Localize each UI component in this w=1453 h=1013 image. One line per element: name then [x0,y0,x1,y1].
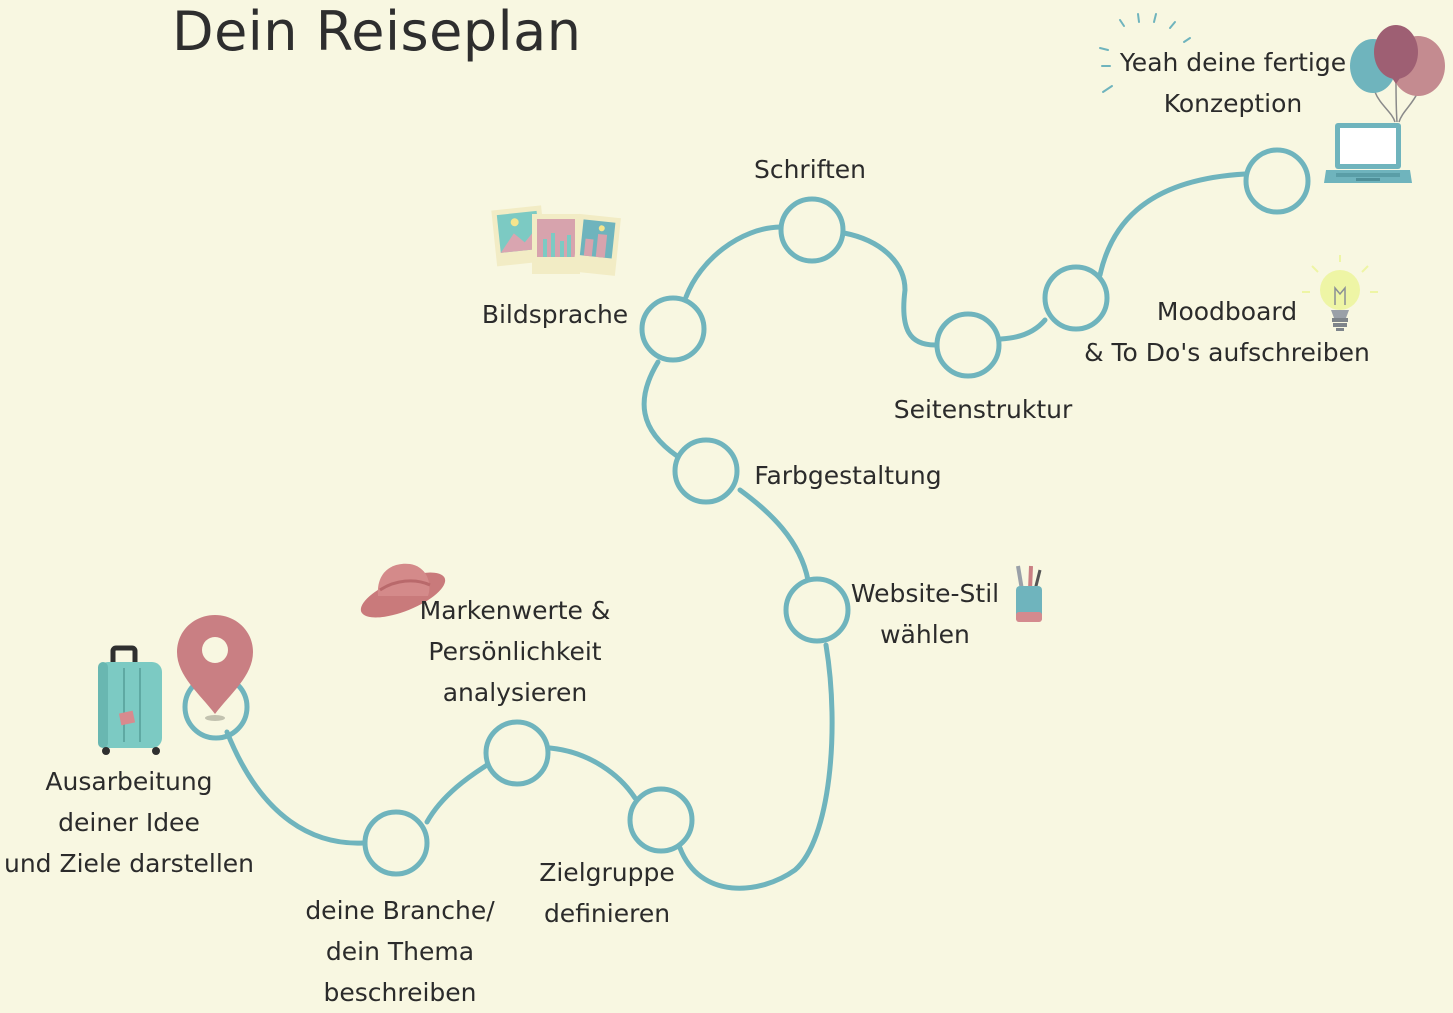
step-label-line: analysieren [442,678,588,707]
route-node [1243,147,1311,215]
pencil-cup-icon [1016,565,1042,622]
route-node [672,437,740,505]
step-label-line: deine Branche/ [305,896,495,925]
step-label-line: Bildsprache [481,300,629,329]
step-label-line: Moodboard [1156,297,1298,326]
light-bulb-icon [1302,255,1378,331]
step-label-branche: deine Branche/ dein Thema beschreiben [290,890,510,1013]
sparkle-lines [1099,13,1191,93]
sun-hat-icon [360,563,446,618]
photo-cards-icon [491,205,621,276]
step-label-line: Persönlichkeit [428,637,602,666]
route-node [483,719,551,787]
route-node [362,809,430,877]
step-label-line: beschreiben [323,978,477,1007]
step-label-seitenstruktur: Seitenstruktur [883,389,1083,430]
step-label-schriften: Schriften [735,149,885,190]
step-label-line: wählen [880,620,970,649]
route-path [224,171,1248,891]
route-node [783,576,851,644]
step-label-line: Farbgestaltung [754,461,942,490]
route-node [778,196,846,264]
route-node [627,786,695,854]
step-label-line: Yeah deine fertige [1119,48,1347,77]
step-label-line: Schriften [753,155,867,184]
step-label-farbgestaltung: Farbgestaltung [748,455,948,496]
step-label-line: Zielgruppe [539,858,675,887]
step-label-markenwerte: Markenwerte & Persönlichkeit analysieren [405,590,625,713]
step-label-line: deiner Idee [58,808,200,837]
step-label-moodboard: Moodboard & To Do's aufschreiben [1077,291,1377,373]
balloons-icon [1350,25,1445,123]
route-node [1042,264,1110,332]
suitcase-icon [98,645,162,755]
step-label-line: Seitenstruktur [893,395,1073,424]
route-nodes [182,147,1311,877]
step-label-line: dein Thema [325,937,475,966]
step-label-ausarbeitung: Ausarbeitung deiner Idee und Ziele darst… [0,761,258,884]
map-pin-icon [177,615,253,721]
route-node [639,295,707,363]
step-label-line: definieren [543,899,671,928]
step-label-website-stil: Website-Stil wählen [840,573,1010,655]
step-label-line: & To Do's aufschreiben [1084,338,1370,367]
step-label-line: Konzeption [1163,89,1303,118]
route-node [934,311,1002,379]
step-label-bildsprache: Bildsprache [470,294,640,335]
step-label-line: Markenwerte & [419,596,611,625]
laptop-icon [1324,123,1412,183]
step-label-line: Ausarbeitung [45,767,213,796]
page-title: Dein Reiseplan [172,0,582,63]
step-label-konzeption: Yeah deine fertige Konzeption [1108,42,1358,124]
step-label-line: und Ziele darstellen [3,849,255,878]
step-label-zielgruppe: Zielgruppe definieren [522,852,692,934]
step-label-line: Website-Stil [850,579,1000,608]
